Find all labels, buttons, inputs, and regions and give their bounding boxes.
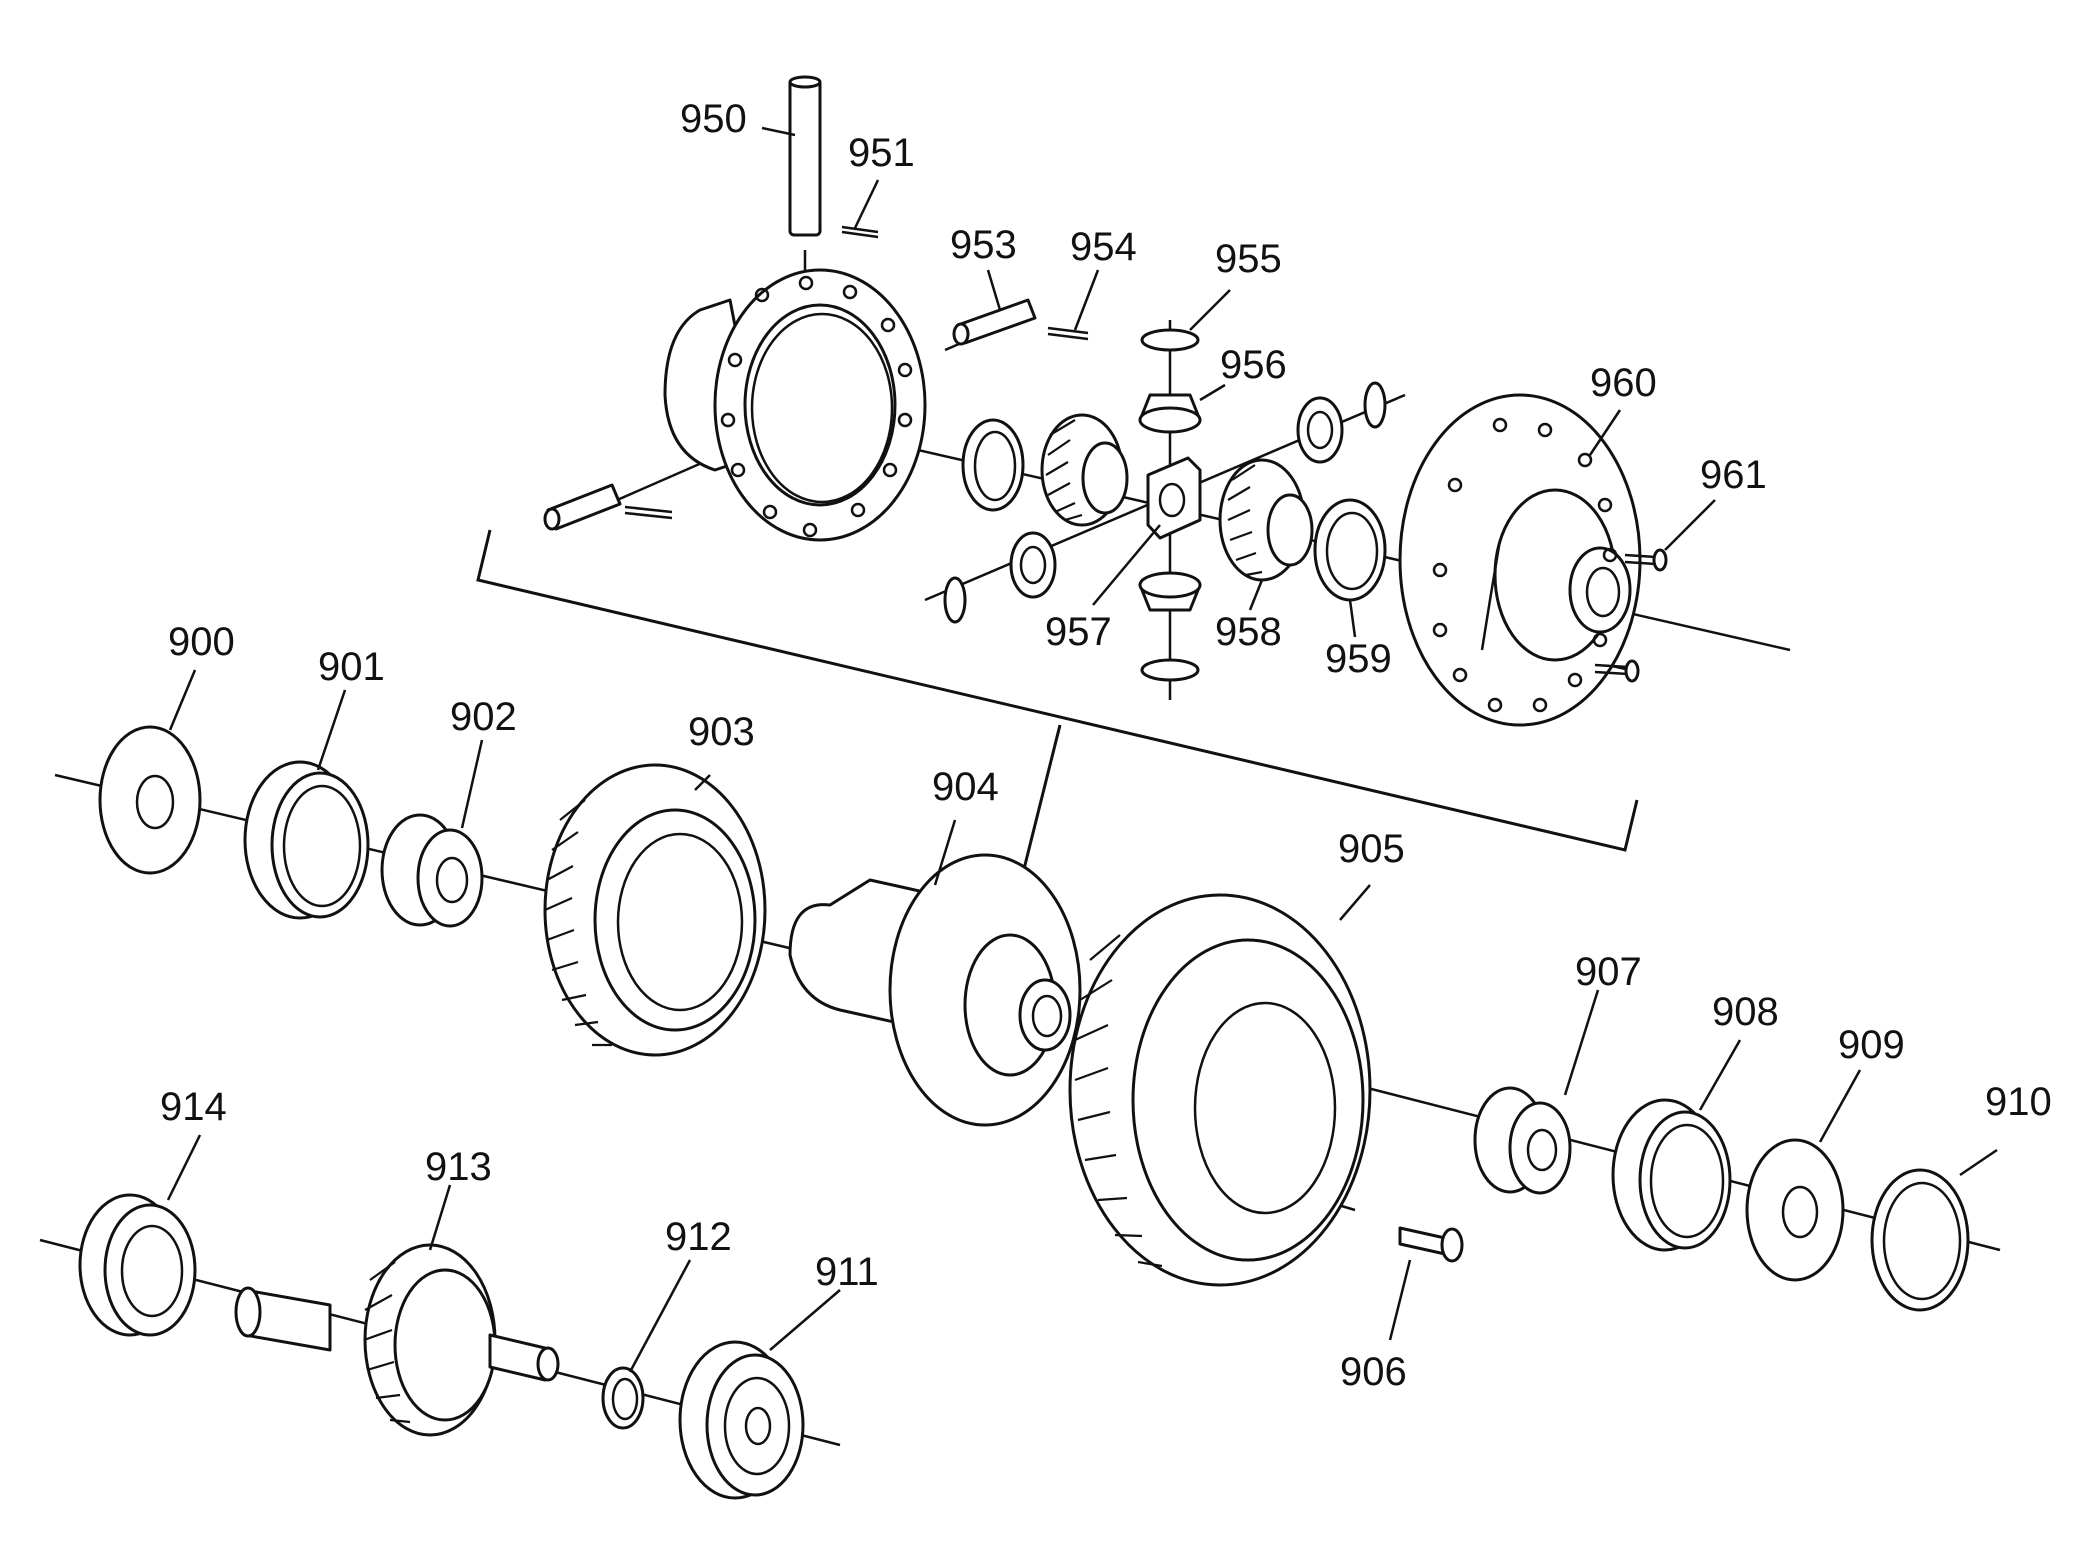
callout-954: 954 <box>1070 225 1137 269</box>
callout-911: 911 <box>815 1250 879 1294</box>
snap-ring-912 <box>601 1366 645 1430</box>
pin-950 <box>788 75 822 237</box>
bearing-914 <box>78 1193 197 1337</box>
thrust-washer-upper-left <box>961 418 1025 512</box>
callout-labels: 950 951 953 954 955 956 957 958 959 960 … <box>160 97 2052 1394</box>
callout-950: 950 <box>680 97 747 141</box>
cross-block-957 <box>1146 456 1202 540</box>
callout-906: 906 <box>1340 1350 1407 1394</box>
pinion-gear-956 <box>1138 393 1202 434</box>
washer-left <box>943 576 967 624</box>
callout-910: 910 <box>1985 1080 2052 1124</box>
bearing-cup-901 <box>243 760 370 920</box>
roll-pin-954 <box>1047 326 1089 341</box>
screw-961 <box>1624 548 1668 572</box>
callout-960: 960 <box>1590 361 1657 405</box>
upper-case-half <box>663 268 927 542</box>
callout-903: 903 <box>688 710 755 754</box>
callout-958: 958 <box>1215 610 1282 654</box>
washer-right <box>1363 381 1387 429</box>
pinion-shaft-913 <box>234 1243 560 1437</box>
sub-assembly-bracket <box>476 529 1639 886</box>
bearing-911 <box>678 1340 805 1500</box>
bearing-cup-908 <box>1611 1098 1732 1252</box>
callout-900: 900 <box>168 620 235 664</box>
case-904 <box>788 853 1082 1127</box>
callout-953: 953 <box>950 223 1017 267</box>
pinion-gear-right <box>1296 396 1344 464</box>
callout-956: 956 <box>1220 343 1287 387</box>
callout-914: 914 <box>160 1085 227 1129</box>
gear-903 <box>543 763 767 1057</box>
screw-lower <box>1594 659 1640 683</box>
callout-913: 913 <box>425 1145 492 1189</box>
pin-953 <box>952 298 1037 346</box>
shim-900 <box>98 725 202 875</box>
bearing-cone-902 <box>380 813 484 928</box>
bearing-cone-907 <box>1473 1086 1572 1195</box>
callout-907: 907 <box>1575 950 1642 994</box>
side-gear-left <box>1040 413 1129 527</box>
callout-902: 902 <box>450 695 517 739</box>
snap-ring-910 <box>1870 1168 1970 1312</box>
callout-959: 959 <box>1325 637 1392 681</box>
ring-gear-905 <box>1068 893 1372 1287</box>
pinion-gear-bottom <box>1138 571 1202 612</box>
leader-lines <box>166 126 1998 1373</box>
washer-955 <box>1140 328 1200 352</box>
lower-pin <box>543 483 673 531</box>
callout-908: 908 <box>1712 990 1779 1034</box>
callout-951: 951 <box>848 131 915 175</box>
callout-901: 901 <box>318 645 385 689</box>
washer-bottom <box>1140 658 1200 682</box>
callout-961: 961 <box>1700 453 1767 497</box>
callout-909: 909 <box>1838 1023 1905 1067</box>
thrust-washer-959 <box>1313 498 1387 602</box>
side-gear-958 <box>1218 458 1314 582</box>
callout-957: 957 <box>1045 610 1112 654</box>
callout-904: 904 <box>932 765 999 809</box>
shim-909 <box>1745 1138 1845 1282</box>
bolt-906 <box>1398 1226 1464 1263</box>
callout-955: 955 <box>1215 237 1282 281</box>
callout-912: 912 <box>665 1215 732 1259</box>
roll-pin-951 <box>841 225 879 239</box>
case-half-960 <box>1398 393 1642 727</box>
pinion-gear-left <box>1009 531 1057 599</box>
callout-905: 905 <box>1338 827 1405 871</box>
